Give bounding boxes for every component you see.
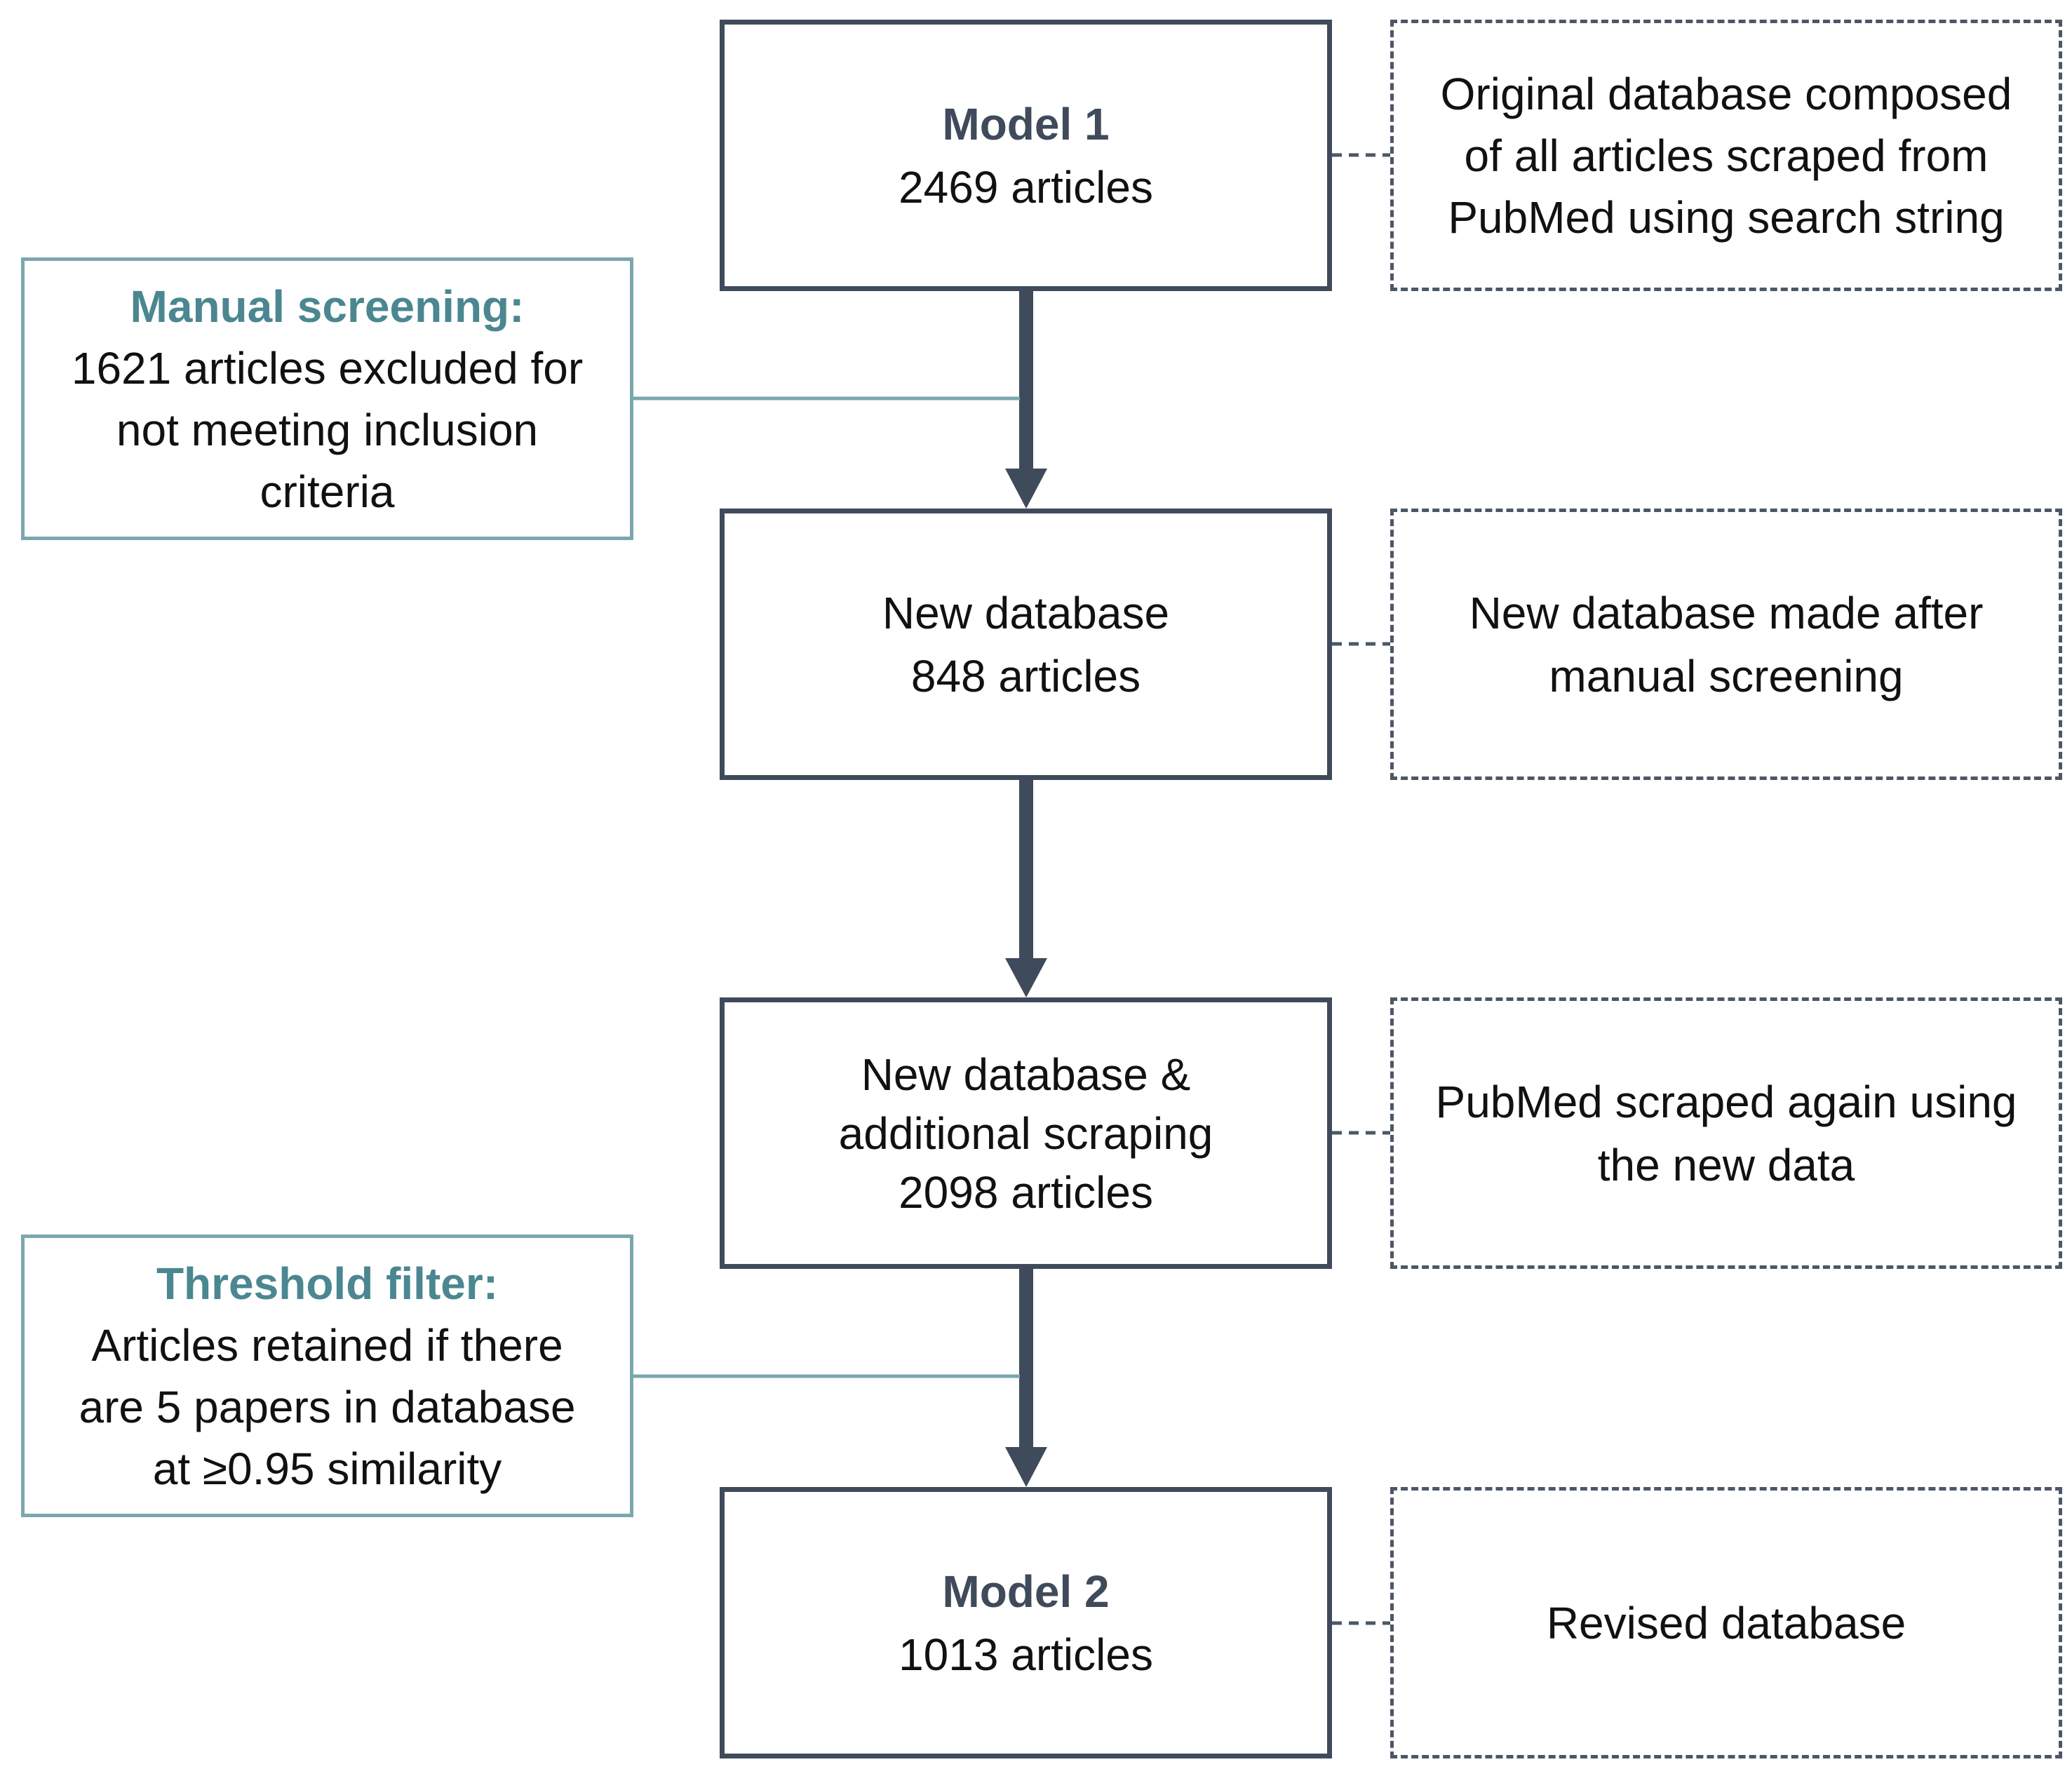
additional-scraping-count: 2098 articles xyxy=(899,1166,1153,1218)
threshold-filter-box: Threshold filter: Articles retained if t… xyxy=(21,1235,633,1517)
note-box-2: New database made after manual screening xyxy=(1390,509,2062,780)
new-database-box: New database 848 articles xyxy=(720,509,1332,780)
new-database-count: 848 articles xyxy=(910,650,1141,701)
manual-screening-box: Manual screening: 1621 articles excluded… xyxy=(21,257,633,540)
note-3-line-2: the new data xyxy=(1597,1139,1855,1190)
manual-screening-line-3: criteria xyxy=(260,466,395,517)
note-4-line-1: Revised database xyxy=(1546,1597,1906,1648)
arrow-head-1 xyxy=(1005,469,1047,509)
model-2-count: 1013 articles xyxy=(899,1629,1153,1680)
threshold-filter-line-3: at ≥0.95 similarity xyxy=(152,1443,502,1494)
note-1-line-2: of all articles scraped from xyxy=(1464,130,1989,181)
model-1-box: Model 1 2469 articles xyxy=(720,20,1332,291)
model-2-box: Model 2 1013 articles xyxy=(720,1487,1332,1758)
new-database-label: New database xyxy=(882,587,1170,638)
note-box-1: Original database composed of all articl… xyxy=(1390,20,2062,291)
threshold-filter-title: Threshold filter: xyxy=(156,1258,499,1309)
threshold-filter-line-1: Articles retained if there xyxy=(91,1319,563,1371)
additional-scraping-box: New database & additional scraping 2098 … xyxy=(720,997,1332,1269)
arrow-head-2 xyxy=(1005,958,1047,997)
note-box-4: Revised database xyxy=(1390,1487,2062,1758)
manual-screening-line-2: not meeting inclusion xyxy=(116,404,539,455)
note-2-line-1: New database made after xyxy=(1469,587,1984,638)
note-3-line-1: PubMed scraped again using xyxy=(1435,1076,2017,1127)
note-1-line-1: Original database composed xyxy=(1440,68,2012,119)
note-box-3: PubMed scraped again using the new data xyxy=(1390,997,2062,1269)
arrow-head-3 xyxy=(1005,1447,1047,1487)
manual-screening-line-1: 1621 articles excluded for xyxy=(71,342,584,394)
additional-scraping-line-2: additional scraping xyxy=(838,1108,1213,1159)
threshold-filter-line-2: are 5 papers in database xyxy=(79,1381,576,1432)
model-2-title: Model 2 xyxy=(942,1566,1110,1617)
manual-screening-title: Manual screening: xyxy=(130,281,525,332)
note-2-line-2: manual screening xyxy=(1549,650,1904,701)
model-1-title: Model 1 xyxy=(942,98,1110,149)
model-1-count: 2469 articles xyxy=(899,161,1153,213)
additional-scraping-line-1: New database & xyxy=(861,1049,1191,1100)
note-1-line-3: PubMed using search string xyxy=(1448,191,2005,243)
